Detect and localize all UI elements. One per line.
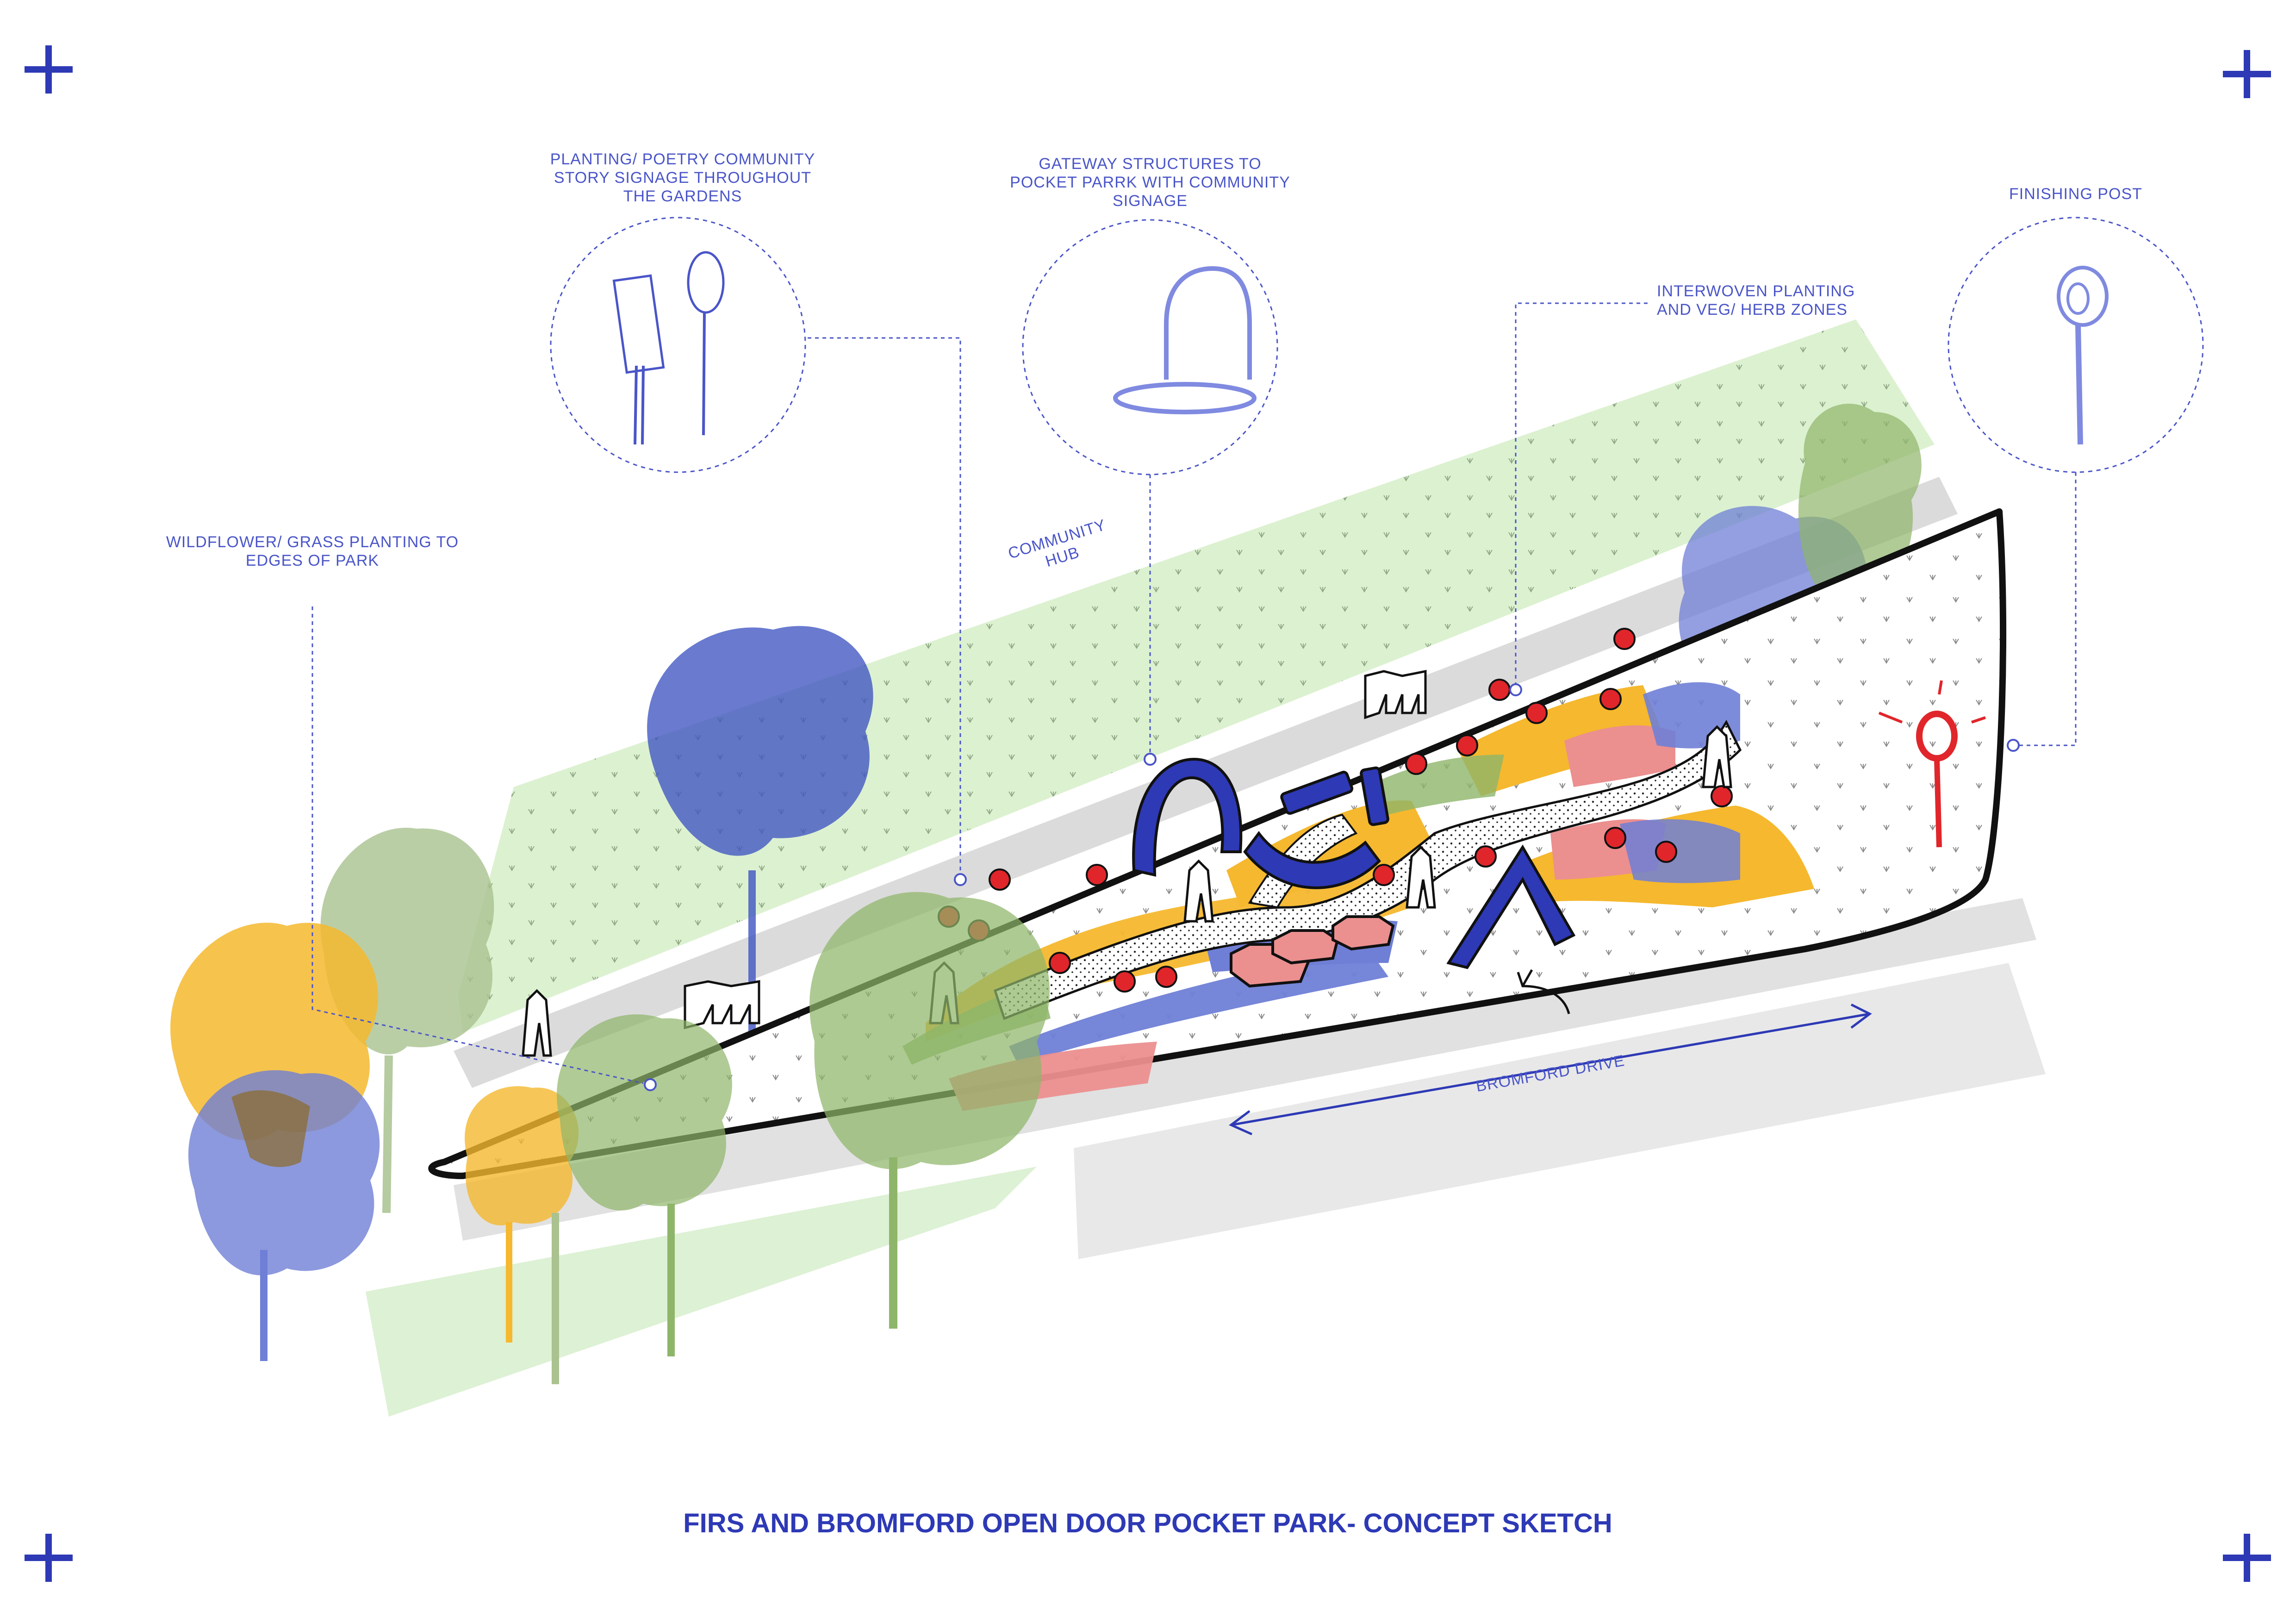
sign-board-icon [612, 274, 665, 445]
callout-planting-poetry: PLANTING/ POETRY COMMUNITY STORY SIGNAGE… [550, 150, 967, 886]
lollipop-sign-icon [687, 251, 725, 436]
marker-pin-icon [1373, 864, 1395, 886]
marker-pin-icon [1599, 688, 1622, 710]
marker-pin-icon [1086, 864, 1108, 886]
raised-planters [1230, 915, 1395, 988]
marker-pin-icon [1114, 970, 1136, 993]
marker-pin-icon [1405, 753, 1427, 775]
gateway-structure [1132, 757, 1243, 877]
person-figure-icon [1406, 845, 1436, 909]
tree-icon [552, 1014, 732, 1384]
finishing-post-icon [2057, 266, 2109, 445]
person-figure-icon [1364, 669, 1427, 719]
page-title: FIRS AND BROMFORD OPEN DOOR POCKET PARK-… [683, 1508, 1612, 1538]
crop-mark-icon [25, 45, 73, 94]
marker-pin-icon [1049, 952, 1071, 974]
marker-pin-icon [1613, 628, 1636, 650]
tree-cluster-front [170, 892, 1050, 1384]
person-figure-icon [684, 980, 760, 1030]
finishing-post-red [1878, 680, 1986, 848]
callout-gateway-line-1: GATEWAY STRUCTURES TO [1039, 155, 1261, 173]
marker-pin-icon [1655, 841, 1677, 863]
marker-pin-icon [989, 868, 1011, 891]
marker-pin-icon [1475, 845, 1497, 868]
direction-arrow-icon [1517, 969, 1570, 1014]
person-figure-icon [522, 989, 552, 1057]
crop-mark-icon [25, 1534, 73, 1582]
community-signage-frame [1446, 844, 1576, 969]
wildflower-grass-zone [458, 319, 1935, 1032]
crop-mark-icon [2223, 50, 2271, 98]
callout-planting-poetry-line-3: THE GARDENS [623, 187, 742, 205]
crop-mark-icon [2223, 1534, 2271, 1582]
marker-pin-icon [1488, 679, 1511, 701]
tree-icon [188, 1070, 380, 1361]
tree-icon [809, 892, 1050, 1329]
tree-drip [231, 1090, 310, 1167]
person-figure-icon [1702, 725, 1732, 788]
road-band-lower [454, 898, 2036, 1241]
callout-gateway-line-3: SIGNAGE [1113, 192, 1188, 210]
callout-interwoven-line-1: INTERWOVEN PLANTING [1657, 282, 1855, 300]
tree-icon [465, 1086, 579, 1343]
callout-interwoven: INTERWOVEN PLANTING AND VEG/ HERB ZONES [1509, 282, 1855, 696]
foreground-grass-strip [366, 1167, 1037, 1417]
person-figure-icon [1183, 859, 1214, 923]
marker-pin-icon [1525, 702, 1548, 724]
callout-wildflower-line-2: EDGES OF PARK [246, 552, 379, 569]
marker-pin-icon [1155, 966, 1177, 988]
crop-marks [25, 45, 2271, 1582]
gateway-arch-icon [1113, 266, 1257, 414]
callout-interwoven-line-2: AND VEG/ HERB ZONES [1657, 301, 1848, 319]
callout-gateway-line-2: POCKET PARRK WITH COMMUNITY [1010, 174, 1290, 191]
marker-pin-icon [1604, 827, 1626, 849]
callout-planting-poetry-line-2: STORY SIGNAGE THROUGHOUT [554, 169, 811, 187]
road-direction-arrow [1229, 1003, 1872, 1136]
callout-finishing-post-label: FINISHING POST [2009, 185, 2142, 203]
marker-pin-icon [1711, 785, 1733, 807]
bromford-drive-road [1074, 963, 2046, 1259]
callout-gateway: GATEWAY STRUCTURES TO POCKET PARRK WITH … [1010, 155, 1290, 766]
callout-finishing-post: FINISHING POST [1948, 185, 2204, 752]
callout-wildflower-line-1: WILDFLOWER/ GRASS PLANTING TO [166, 533, 459, 551]
callout-community-hub: COMMUNITY HUB [1006, 516, 1108, 570]
callout-planting-poetry-line-1: PLANTING/ POETRY COMMUNITY [550, 150, 815, 168]
marker-pin-icon [1456, 734, 1478, 756]
callout-wildflower: WILDFLOWER/ GRASS PLANTING TO EDGES OF P… [166, 533, 657, 1091]
community-hub-seating [1243, 766, 1389, 889]
